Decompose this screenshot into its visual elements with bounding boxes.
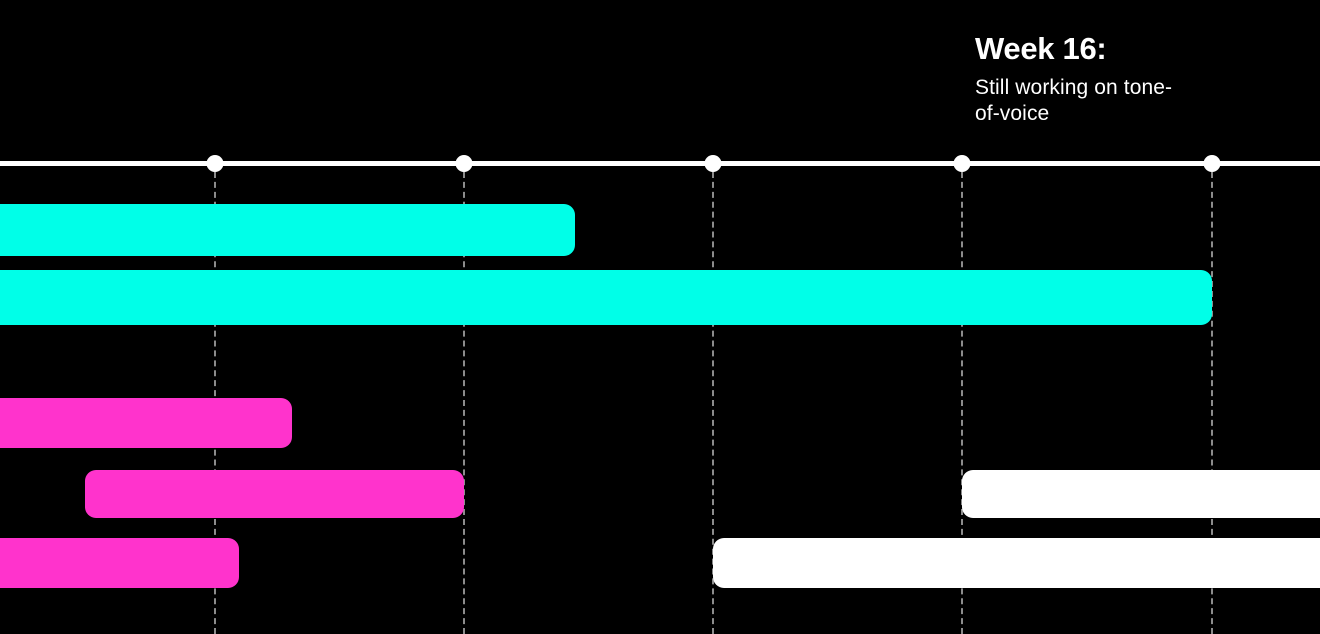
- timeline-axis-line: [0, 161, 1320, 166]
- bar-white-1[interactable]: [962, 470, 1320, 518]
- gridline-4: [961, 172, 963, 634]
- gridline-5: [1211, 172, 1213, 634]
- milestone-dot-2[interactable]: [455, 155, 473, 172]
- gridline-3: [712, 172, 714, 634]
- bar-cyan-1[interactable]: [0, 204, 575, 256]
- gridline-2: [463, 172, 465, 634]
- milestone-dot-4[interactable]: [953, 155, 971, 172]
- bar-cyan-2[interactable]: [0, 270, 1212, 325]
- page-title: Week 16:: [975, 31, 1107, 66]
- bar-magenta-2[interactable]: [85, 470, 464, 518]
- page-subtitle: Still working on tone-of-voice: [975, 75, 1173, 125]
- milestone-dot-3[interactable]: [704, 155, 722, 172]
- milestone-dot-5[interactable]: [1203, 155, 1221, 172]
- bar-white-2[interactable]: [713, 538, 1320, 588]
- bar-magenta-3[interactable]: [0, 538, 239, 588]
- milestone-dot-1[interactable]: [206, 155, 224, 172]
- bar-magenta-1[interactable]: [0, 398, 292, 448]
- chart-header: Week 16: Still working on tone-of-voice: [975, 31, 1305, 127]
